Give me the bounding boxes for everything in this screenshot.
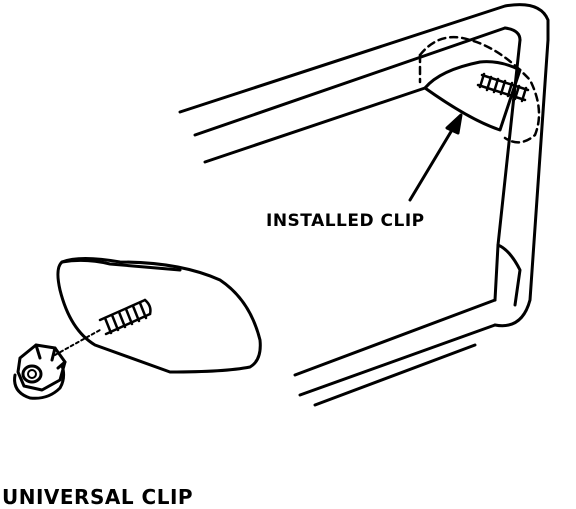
- universal-clip-fold: [60, 258, 182, 272]
- installed-clip-label: INSTALLED CLIP: [266, 211, 425, 231]
- nut-flange: [13, 363, 66, 400]
- installed-stud: [476, 72, 530, 103]
- universal-stud: [98, 298, 152, 336]
- seat-frame: [178, 3, 550, 407]
- universal-clip-label: UNIVERSAL CLIP: [2, 485, 194, 509]
- nut-hex: [16, 343, 67, 392]
- nut-hole: [21, 364, 43, 384]
- nut-hex-edge: [34, 343, 67, 370]
- installed-clip: [418, 35, 541, 144]
- frame-upper-rail: [178, 3, 550, 114]
- pointer-head: [445, 113, 463, 135]
- frame-upright-outer: [493, 38, 550, 328]
- installed-clip-body: [423, 60, 522, 132]
- frame-lower-rail-outer: [298, 323, 497, 397]
- frame-lower-bend: [496, 243, 522, 307]
- installed-clip-hidden-outline: [418, 35, 541, 144]
- nut-hole-inner: [27, 369, 37, 379]
- frame-upper-rail-lower: [203, 86, 427, 164]
- universal-clip-body: [56, 257, 262, 374]
- alignment-line: [54, 329, 101, 356]
- frame-lower-rail: [293, 298, 497, 377]
- frame-lower-rail-bottom: [313, 343, 477, 407]
- flange-nut: [13, 343, 67, 400]
- pointer-shaft: [408, 123, 457, 202]
- frame-upright-edge: [503, 26, 522, 42]
- frame-upper-rail-inner: [193, 26, 507, 137]
- installed-clip-pointer: [408, 113, 463, 202]
- universal-clip: [56, 257, 262, 374]
